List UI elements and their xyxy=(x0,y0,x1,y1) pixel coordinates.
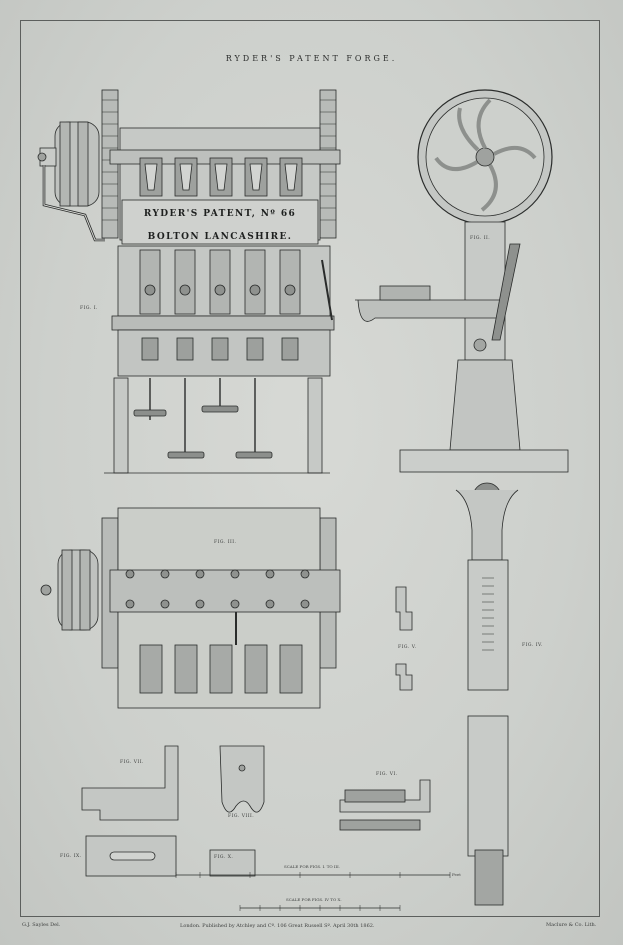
fig4-section xyxy=(455,482,519,906)
scale-lower-label: SCALE FOR FIGS. IV TO X. xyxy=(286,897,342,902)
publisher-line: London. Published by Atchley and Cº. 106… xyxy=(180,923,375,929)
fig3-plan-view xyxy=(40,507,341,709)
fig10-label: FIG. X. xyxy=(214,855,234,860)
nameplate-line-1: RYDER'S PATENT, Nº 66 xyxy=(144,209,296,219)
scale-upper-label: SCALE FOR FIGS. I. TO III. xyxy=(284,864,340,869)
fig7-detail xyxy=(81,745,179,821)
fig9-label: FIG. IX. xyxy=(60,854,82,859)
plate-border xyxy=(20,20,600,917)
fig6-label: FIG. VI. xyxy=(376,772,398,777)
plate-title: RYDER'S PATENT FORGE. xyxy=(225,54,398,63)
scale-bars xyxy=(175,872,451,911)
fig7-label: FIG. VII. xyxy=(120,760,144,765)
fig1-label: FIG. I. xyxy=(80,306,98,311)
fig5-label: FIG. V. xyxy=(398,645,417,650)
fig6-detail xyxy=(339,779,431,831)
fig9-detail xyxy=(85,835,177,877)
engraver-credit: G.J. Sayles Del. xyxy=(22,922,61,928)
fig5-detail xyxy=(395,586,413,691)
lithographer-credit: Maclure & Co. Lith. xyxy=(546,922,597,928)
nameplate-line-2: BOLTON LANCASHIRE. xyxy=(148,232,293,242)
scale-feet-label: Feet xyxy=(452,872,461,877)
fig1-front-elevation: RYDER'S PATENT, Nº 66 BOLTON LANCASHIRE. xyxy=(37,89,341,474)
fig4-label: FIG. IV. xyxy=(522,643,543,648)
fig3-label: FIG. III. xyxy=(214,540,237,545)
fig8-label: FIG. VIII. xyxy=(228,814,255,819)
fig2-label: FIG. II. xyxy=(470,236,491,241)
fig2-side-elevation xyxy=(355,89,569,473)
fig8-detail xyxy=(219,745,265,813)
fig10-detail xyxy=(209,849,256,877)
